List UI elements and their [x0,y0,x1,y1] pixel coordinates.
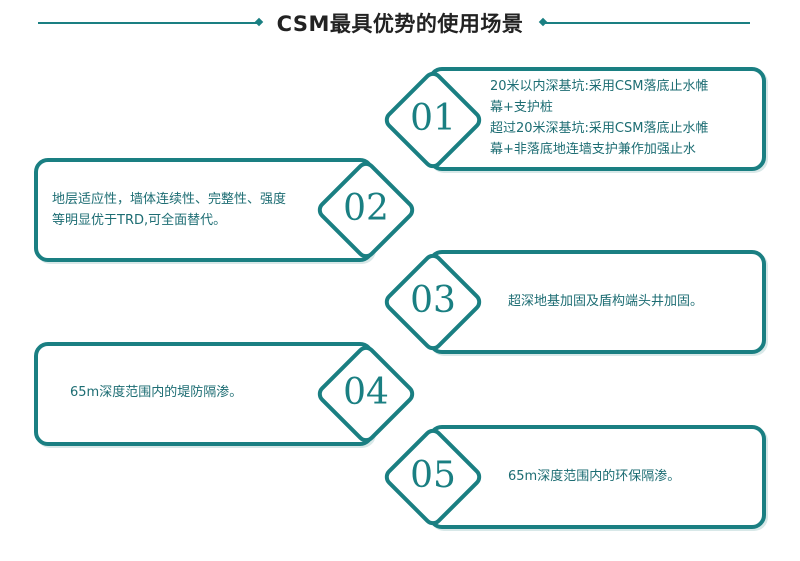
text-line: 地层适应性，墙体连续性、完整性、强度 [52,192,287,207]
number-04: 04 [343,372,389,413]
text-line: 幕+非落底地连墙支护兼作加强止水 [490,142,696,157]
scenario-text-02: 地层适应性，墙体连续性、完整性、强度 等明显优于TRD,可全面替代。 [52,189,286,231]
text-line: 65m深度范围内的环保隔渗。 [508,469,681,484]
title-line-left [38,22,258,24]
text-line: 超深地基加固及盾构端头井加固。 [508,294,704,309]
text-line: 超过20米深基坑:采用CSM落底止水帷 [490,121,709,136]
scenario-card-03 [428,250,766,354]
scenario-card-01 [428,67,766,171]
number-05: 05 [410,455,456,496]
scenario-card-05 [428,425,766,529]
number-03: 03 [410,280,456,321]
scenario-text-03: 超深地基加固及盾构端头井加固。 [508,291,703,312]
number-01: 01 [410,98,456,139]
page-title: CSM最具优势的使用场景 [276,12,524,36]
text-line: 等明显优于TRD,可全面替代。 [52,213,227,228]
text-line: 20米以内深基坑:采用CSM落底止水帷 [490,79,709,94]
scenario-text-05: 65m深度范围内的环保隔渗。 [508,466,680,487]
text-line: 65m深度范围内的堤防隔渗。 [70,385,243,400]
scenario-text-01: 20米以内深基坑:采用CSM落底止水帷 幕+支护桩 超过20米深基坑:采用CSM… [490,76,708,160]
text-line: 幕+支护桩 [490,100,553,115]
title-line-right [544,22,750,24]
number-02: 02 [343,188,389,229]
scenario-text-04: 65m深度范围内的堤防隔渗。 [70,382,242,403]
